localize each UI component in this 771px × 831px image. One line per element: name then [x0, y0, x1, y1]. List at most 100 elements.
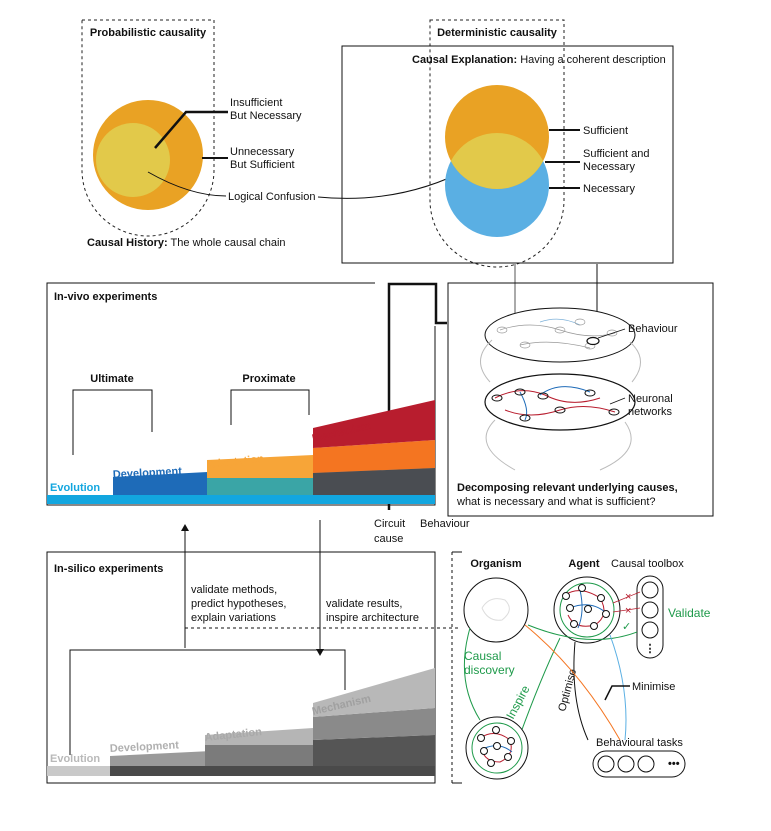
optimise-curve [573, 641, 589, 741]
insilico-frame [46, 551, 436, 784]
up-label-1: validate methods, [191, 584, 277, 596]
insufficient-label-1: Insufficient [230, 97, 282, 109]
invivo-title: In-vivo experiments [54, 291, 157, 303]
toolbox-slot-3 [641, 621, 659, 639]
unnecessary-label-1: Unnecessary [230, 146, 295, 158]
probabilistic-title: Probabilistic causality [90, 27, 207, 39]
agent-title: Agent [568, 558, 600, 570]
neuronal-layer [484, 373, 636, 431]
behaviour-node-highlight [586, 336, 600, 346]
causal-discovery-curve [463, 627, 481, 721]
toolbox-check: ✓ [622, 621, 631, 633]
behaviour-layer-label: Behaviour [628, 323, 678, 335]
toolbox-cross-1: × [625, 591, 631, 603]
minimise-label: Minimise [632, 681, 675, 693]
toolbox-red-link-2 [612, 607, 641, 613]
deterministic-panel: Deterministic causality Causal Explanati… [341, 19, 674, 268]
grey-development-label: Development [110, 739, 180, 755]
task-slot-2 [617, 755, 635, 773]
proximate-bracket [230, 389, 310, 425]
inspired-network-ring [471, 722, 523, 774]
neuronal-leader [609, 397, 626, 405]
probabilistic-inner-circle [96, 123, 170, 197]
neuronal-label-2: networks [628, 406, 673, 418]
circuit-cause-label-2: cause [374, 533, 403, 545]
ultimate-label: Ultimate [90, 373, 133, 385]
causal-history-label: Causal History: The whole causal chain [87, 237, 286, 249]
decomposing-label-1: Decomposing relevant underlying causes, [457, 482, 678, 494]
optimise-label: Optimise [556, 668, 579, 713]
causal-explanation-label: Causal Explanation: Having a coherent de… [412, 54, 666, 66]
toolbox-slot-1 [641, 581, 659, 599]
invivo-panel: In-vivo experiments Ultimate Proximate E… [46, 282, 470, 545]
mechanism-band-dark [313, 468, 435, 495]
behaviour-layer [484, 307, 636, 363]
adaptation-band-orange [207, 455, 313, 478]
network-frame [447, 282, 714, 517]
minimise-leader [604, 685, 630, 701]
toolbox-slot-2 [641, 601, 659, 619]
suff-nec-label-1: Sufficient and [583, 148, 649, 160]
organism-title: Organism [470, 558, 522, 570]
sufficient-label: Sufficient [583, 125, 628, 137]
grey-evolution-label: Evolution [50, 753, 100, 765]
inspired-network-graph [477, 726, 515, 767]
task-slot-3 [637, 755, 655, 773]
circuit-cause-label-1: Circuit [374, 518, 405, 530]
causal-discovery-label-2: discovery [464, 663, 515, 677]
grey-bottom-band [110, 766, 435, 776]
neuronal-layer-graph [491, 386, 620, 422]
probabilistic-panel: Probabilistic causality Insufficient But… [81, 19, 471, 249]
evolution-band [47, 495, 435, 504]
inspire-label: Inspire [503, 683, 532, 722]
evolution-band-left [47, 495, 113, 504]
necessary-label: Necessary [583, 183, 635, 195]
blue-task-curve [609, 634, 627, 741]
evolution-label: Evolution [50, 482, 100, 494]
tasks-more: ••• [668, 758, 680, 770]
ultimate-bracket [72, 389, 153, 455]
insilico-title: In-silico experiments [54, 563, 163, 575]
task-slot-1 [597, 755, 615, 773]
network-tube [480, 339, 641, 471]
agent-inner-ring [559, 582, 615, 638]
deterministic-title: Deterministic causality [437, 27, 558, 39]
organism-sketch [481, 598, 510, 621]
development-label: Development [113, 465, 183, 481]
behavioural-tasks-label: Behavioural tasks [596, 737, 683, 749]
validate-label: Validate [668, 606, 711, 620]
insufficient-label-2: But Necessary [230, 110, 302, 122]
logical-confusion-label: Logical Confusion [228, 191, 315, 203]
circuit-behaviour-label: Behaviour [420, 518, 470, 530]
down-label-1: validate results, [326, 598, 402, 610]
organism-circle [463, 577, 529, 643]
agent-network [562, 584, 610, 630]
proximate-label: Proximate [242, 373, 295, 385]
behaviour-leader [597, 328, 626, 339]
decomposing-label-2: what is necessary and what is sufficient… [456, 496, 656, 508]
network-panel: Behaviour Neuronal networks Decomposing … [447, 282, 714, 517]
suff-nec-label-2: Necessary [583, 161, 635, 173]
grey-mechanism-band-2 [313, 708, 435, 740]
orange-task-curve [524, 624, 621, 741]
mechanism-band-orange [313, 440, 435, 473]
probabilistic-dashed-frame [81, 19, 215, 237]
toolbox-more: ⋮ [645, 643, 656, 655]
toolbox-cross-2: × [625, 605, 631, 617]
toolbox-red-link-1 [612, 591, 641, 604]
down-label-2: inspire architecture [326, 612, 419, 624]
toolbox-label: Causal toolbox [611, 558, 684, 570]
insilico-bracket [69, 649, 346, 755]
up-label-3: explain variations [191, 612, 276, 624]
causal-explanation-box [341, 45, 674, 264]
overlap-region [445, 133, 549, 189]
inspire-curve [519, 637, 561, 736]
agent-panel: Organism Agent Causal toolbox ⋮ × × [451, 551, 711, 784]
circuit-bracket [387, 282, 447, 510]
validate-curve [527, 624, 638, 640]
insufficient-leader [154, 110, 228, 149]
up-label-2: predict hypotheses, [191, 598, 286, 610]
behaviour-layer-graph [496, 318, 618, 350]
logical-confusion-leader-left [147, 171, 227, 197]
